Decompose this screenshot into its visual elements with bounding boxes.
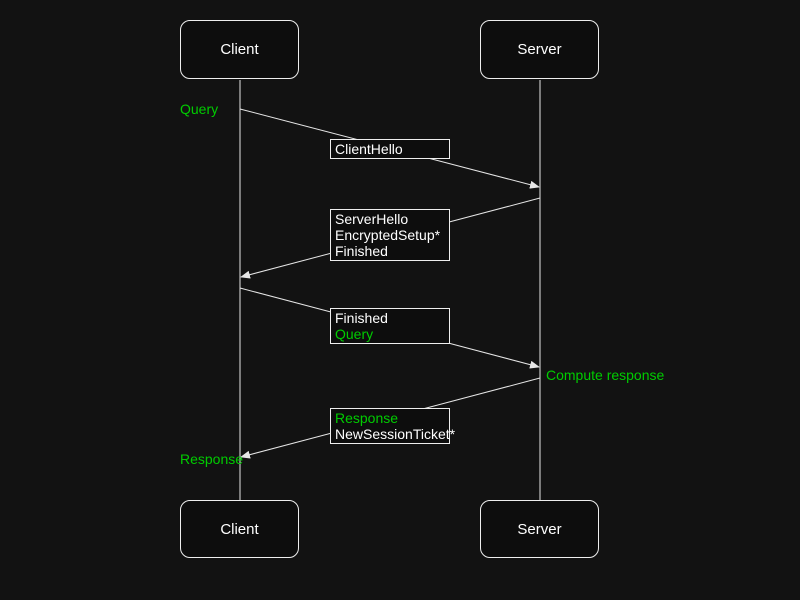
message-line: ClientHello [335,141,403,157]
annotation-compute-response: Compute response [546,367,665,383]
actor-box-server-top: Server [480,20,599,79]
message-line: Finished [335,243,388,259]
actor-label-client: Client [220,520,259,538]
message-box-clienthello: ClientHello [330,139,450,159]
message-line: Response [335,410,399,426]
actor-label-client: Client [220,41,259,58]
message-line: Finished [335,310,388,326]
annotation-response: Response [180,451,244,467]
actor-box-client-top: Client [180,20,299,79]
actor-label-server: Server [517,41,562,58]
message-box-serverhello: ServerHello EncryptedSetup* Finished [330,209,450,261]
message-line: NewSessionTicket* [335,426,456,442]
actor-box-client-bottom: Client [180,500,299,558]
message-box-response-ticket: Response NewSessionTicket* [330,408,456,444]
message-box-finished-query: Finished Query [330,308,450,344]
message-line: EncryptedSetup* [335,227,441,243]
actor-label-server: Server [517,520,562,538]
message-line: ServerHello [335,211,409,227]
actor-box-server-bottom: Server [480,500,599,558]
annotation-query: Query [180,101,219,117]
message-line: Query [335,326,374,342]
